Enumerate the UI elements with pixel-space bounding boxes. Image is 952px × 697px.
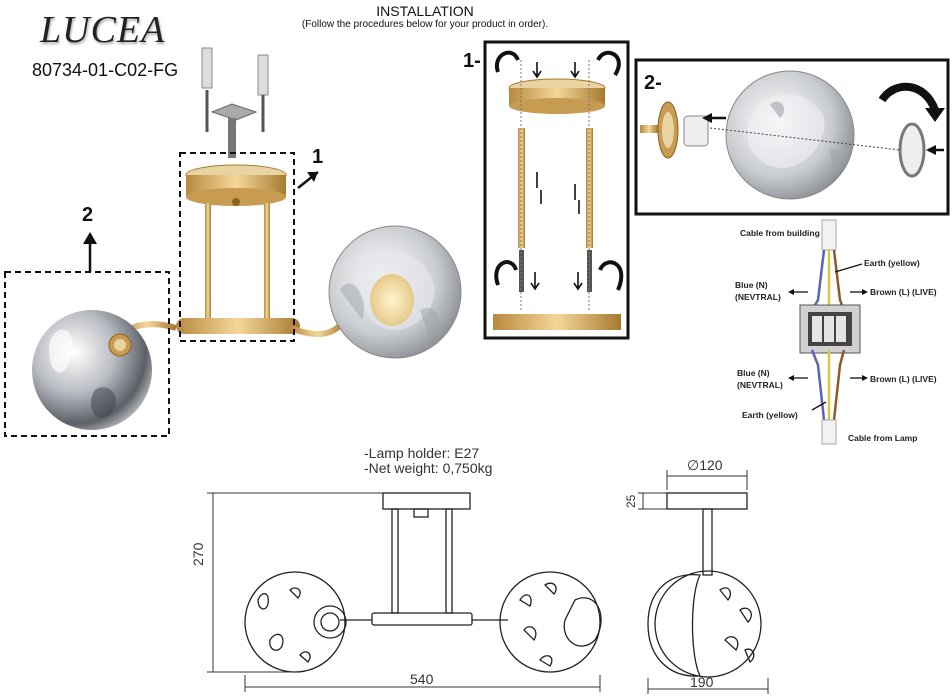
wire-blue-top: Blue (N) xyxy=(735,280,768,290)
front-view-drawing xyxy=(244,492,602,673)
wire-brown-bottom: Brown (L) (LIVE) xyxy=(870,374,937,384)
wire-neutral-top: (NEVTRAL) xyxy=(735,292,781,302)
mounting-screws xyxy=(201,47,269,158)
step2-tag: 2- xyxy=(644,72,662,94)
chrome-globe xyxy=(32,310,152,430)
spec-net-weight: -Net weight: 0,750kg xyxy=(364,460,493,476)
front-dimension-lines xyxy=(207,492,601,692)
installation-title: INSTALLATION xyxy=(376,3,474,19)
step1-illustration xyxy=(493,50,624,330)
brand-name: LUCEA xyxy=(40,9,166,51)
wire-earth-bottom: Earth (yellow) xyxy=(742,410,798,420)
product-photo xyxy=(115,47,462,359)
step1-tag: 1- xyxy=(463,50,481,72)
side-dimension-lines xyxy=(638,470,769,694)
wire-neutral-bottom: (NEVTRAL) xyxy=(737,380,783,390)
wire-cable-lamp: Cable from Lamp xyxy=(848,433,918,443)
dim-depth: 190 xyxy=(690,674,714,690)
wiring-diagram xyxy=(788,219,868,445)
side-view-drawing xyxy=(647,492,762,678)
wire-earth-top: Earth (yellow) xyxy=(864,258,920,268)
callout-number-1: 1 xyxy=(312,146,324,168)
model-number: 80734-01-C02-FG xyxy=(32,60,179,80)
dim-diameter: ∅120 xyxy=(687,457,723,473)
wire-cable-building: Cable from building xyxy=(740,228,820,238)
dim-height: 270 xyxy=(190,542,206,566)
callout-number-2: 2 xyxy=(82,204,94,226)
wire-blue-bottom: Blue (N) xyxy=(737,368,770,378)
spec-lamp-holder: -Lamp holder: E27 xyxy=(364,445,480,461)
callout-box-globe xyxy=(4,271,170,437)
step2-illustration xyxy=(640,70,945,200)
installation-subtitle: (Follow the procedures below for your pr… xyxy=(301,19,549,30)
callout-box-canopy xyxy=(179,152,295,342)
dim-canopy-height: 25 xyxy=(624,494,638,508)
wire-brown-top: Brown (L) (LIVE) xyxy=(870,287,937,297)
dim-width: 540 xyxy=(410,671,434,687)
